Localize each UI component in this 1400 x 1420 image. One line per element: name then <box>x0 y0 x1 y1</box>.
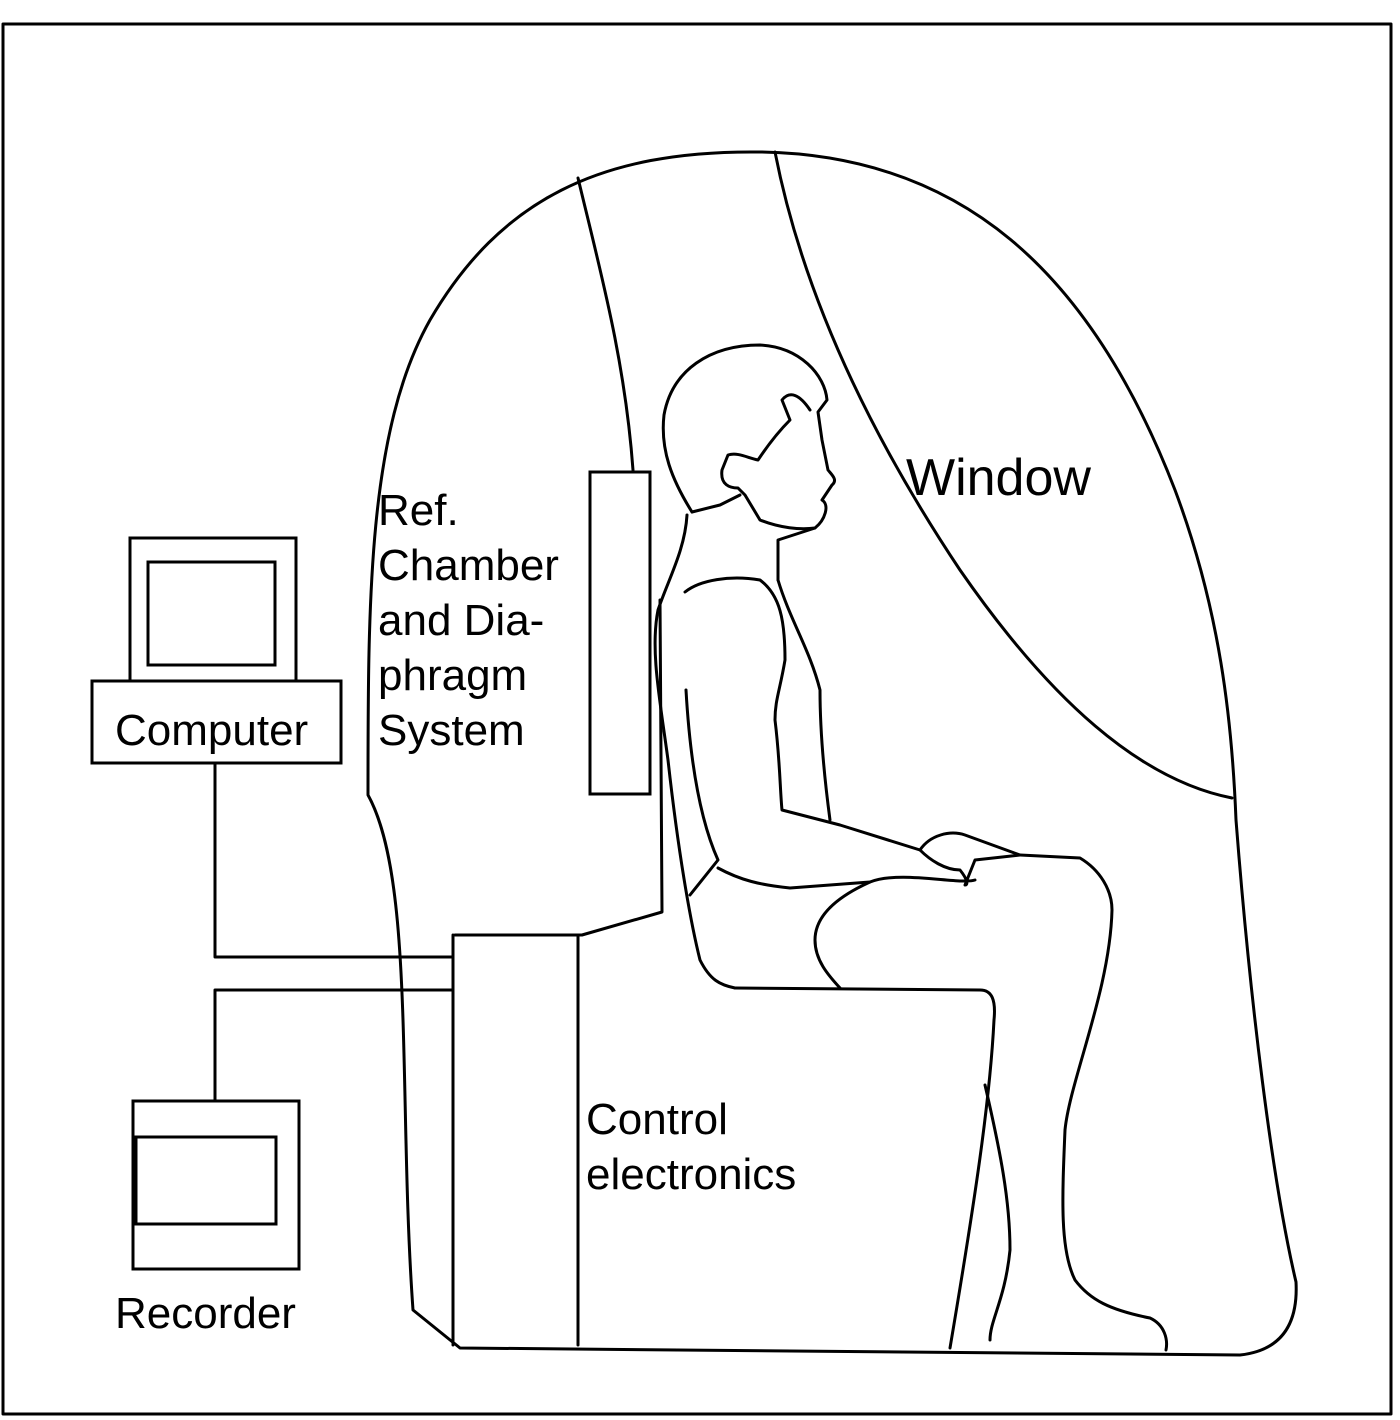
chamber-shell <box>366 150 1298 1357</box>
person-inner-arm <box>684 688 720 897</box>
ref-chamber-label-5: System <box>378 706 525 755</box>
person-leg <box>1018 853 1169 1352</box>
recorder-cable <box>213 988 455 1103</box>
control-electronics-label-1: Control <box>586 1095 728 1144</box>
ref-chamber-label-4: phragm <box>378 651 527 700</box>
seat-front <box>733 986 996 1350</box>
person-head <box>661 343 836 531</box>
outer-frame <box>1 22 1393 1416</box>
computer-label: Computer <box>115 706 308 755</box>
control-electronics-box <box>451 933 580 1347</box>
recorder-screen <box>134 1135 278 1226</box>
person-chest <box>776 578 832 822</box>
person-back <box>653 513 737 990</box>
recorder-label: Recorder <box>115 1289 296 1338</box>
ref-chamber-label-3: and Dia- <box>378 596 544 645</box>
control-electronics-label-2: electronics <box>586 1150 796 1199</box>
ref-chamber-label-1: Ref. <box>378 486 459 535</box>
computer-screen <box>146 560 277 667</box>
shell-seam <box>576 176 635 472</box>
window-outline <box>773 150 1234 800</box>
computer-base <box>90 679 343 765</box>
ref-chamber-label-2: Chamber <box>378 541 559 590</box>
person-calf <box>983 1083 1012 1342</box>
person-arm <box>683 576 1022 857</box>
seat-back-line <box>453 598 664 937</box>
person-thigh <box>716 866 977 890</box>
person-knee <box>813 880 872 990</box>
person-hand <box>918 848 1022 887</box>
ref-chamber-box <box>588 470 652 796</box>
computer-cable <box>213 761 455 959</box>
person-neck <box>690 493 817 582</box>
window-label: Window <box>906 449 1091 507</box>
